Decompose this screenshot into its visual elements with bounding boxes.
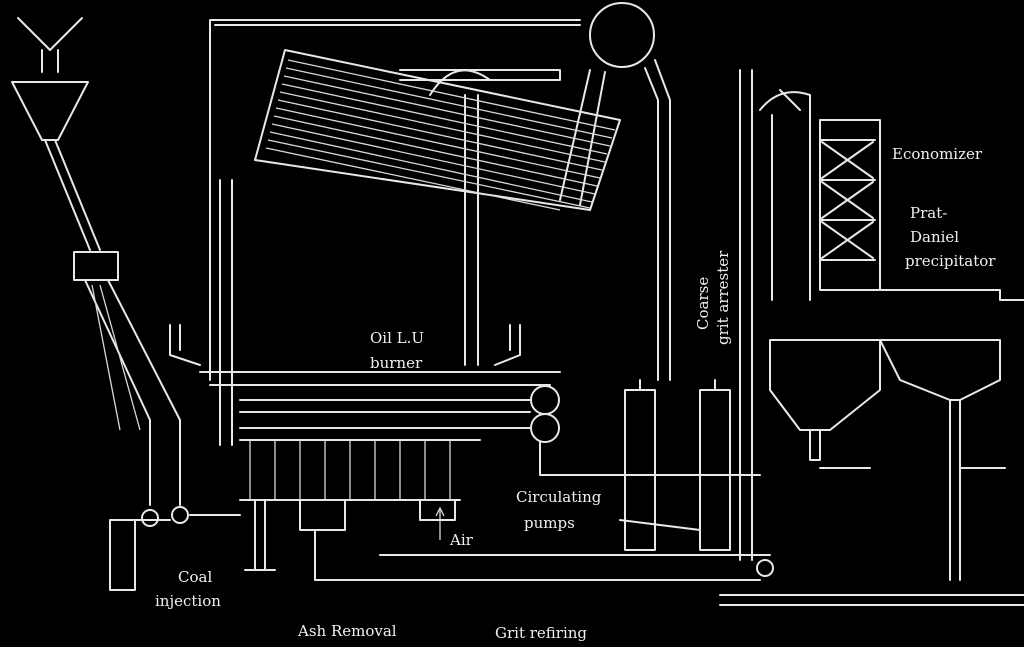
economizer — [819, 119, 1024, 301]
label-circulating: Circulating — [516, 488, 602, 506]
label-economizer: Economizer — [892, 145, 983, 163]
tube-bank — [254, 49, 621, 211]
label-ash-removal: Ash Removal — [297, 622, 397, 640]
label-prat: Prat- — [910, 204, 947, 222]
label-coal: Coal — [178, 568, 212, 586]
label-daniel: Daniel — [910, 228, 959, 246]
lower-headers — [239, 385, 761, 476]
coal-hopper — [11, 17, 181, 431]
air-arrow — [435, 506, 445, 540]
label-burner: burner — [370, 354, 423, 372]
ash-hoppers — [244, 499, 761, 581]
steam-drum — [399, 2, 671, 381]
circulating-pumps — [379, 379, 774, 577]
label-oil-lu: Oil L.U — [370, 329, 424, 347]
label-grit-arrester: grit arrester — [714, 250, 732, 345]
label-injection: injection — [155, 592, 221, 610]
label-precipitator: precipitator — [905, 252, 996, 270]
precipitator — [719, 339, 1024, 606]
label-pumps: pumps — [524, 514, 575, 532]
label-coarse: Coarse — [694, 277, 712, 330]
label-air: Air — [449, 531, 474, 549]
coal-injection-piping — [109, 419, 241, 591]
label-grit-refiring: Grit refiring — [495, 624, 587, 642]
furnace — [199, 19, 581, 446]
burners — [169, 324, 521, 501]
coarse-grit-arrester — [739, 69, 811, 561]
